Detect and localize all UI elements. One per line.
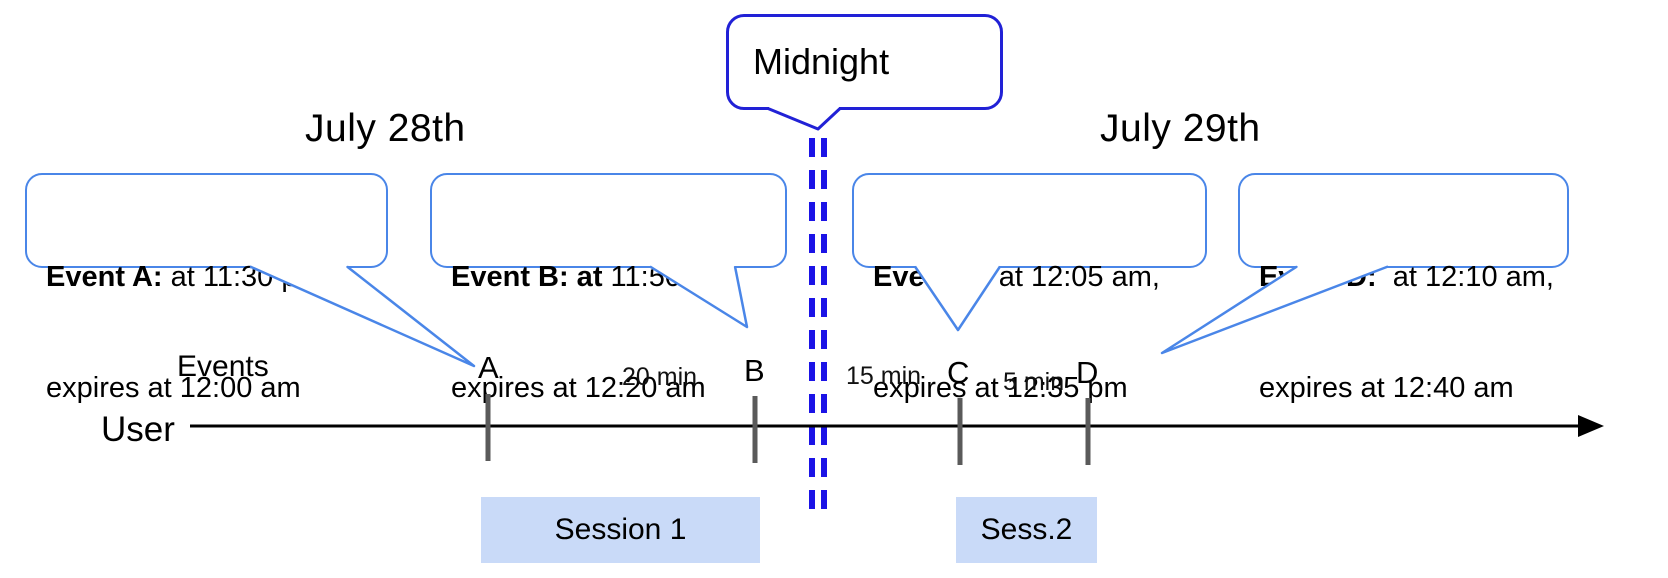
midnight-callout: Midnight (726, 14, 1003, 110)
session-1-label: Session 1 (554, 513, 687, 546)
tick-label-b: B (744, 353, 765, 388)
event-d-line2: expires at 12:40 am (1259, 372, 1514, 404)
event-b-callout: Event B: at 11:50 pm, expires at 12:20 a… (430, 173, 787, 404)
tick-label-c: C (947, 355, 970, 390)
date-july-28: July 28th (305, 107, 466, 150)
event-c-callout: Event C: at 12:05 am, expires at 12:35 p… (852, 173, 1207, 404)
gap-20min-label: 20 min (622, 363, 698, 391)
session-1-box: Session 1 (481, 497, 760, 563)
session-2-label: Sess.2 (980, 513, 1073, 546)
event-c-line1: Event C: at 12:05 am, (873, 261, 1160, 293)
gap-15min-label: 15 min (846, 362, 922, 390)
event-a-line1: Event A: at 11:30 pm, (46, 261, 330, 293)
event-a-line2: expires at 12:00 am (46, 372, 301, 404)
session-2-box: Sess.2 (956, 497, 1097, 563)
event-c-line2: expires at 12:35 pm (873, 372, 1128, 404)
event-d-line1: Event D: at 12:10 am, (1259, 261, 1554, 293)
midnight-label: Midnight (753, 41, 890, 82)
tick-label-a: A (478, 350, 499, 385)
midnight-callout-tail (767, 107, 842, 131)
date-july-29: July 29th (1100, 107, 1261, 150)
gap-5min-label: 5 min (1003, 368, 1065, 396)
user-axis-label: User (101, 410, 175, 449)
tick-label-d: D (1076, 355, 1099, 390)
event-b-line2: expires at 12:20 am (451, 372, 706, 404)
timeline-arrowhead-icon (1578, 415, 1604, 437)
event-d-callout: Event D: at 12:10 am, expires at 12:40 a… (1238, 173, 1569, 404)
event-a-callout: Event A: at 11:30 pm, expires at 12:00 a… (25, 173, 388, 404)
events-axis-label: Events (177, 350, 269, 383)
event-b-line1: Event B: at 11:50 pm, (451, 261, 738, 293)
